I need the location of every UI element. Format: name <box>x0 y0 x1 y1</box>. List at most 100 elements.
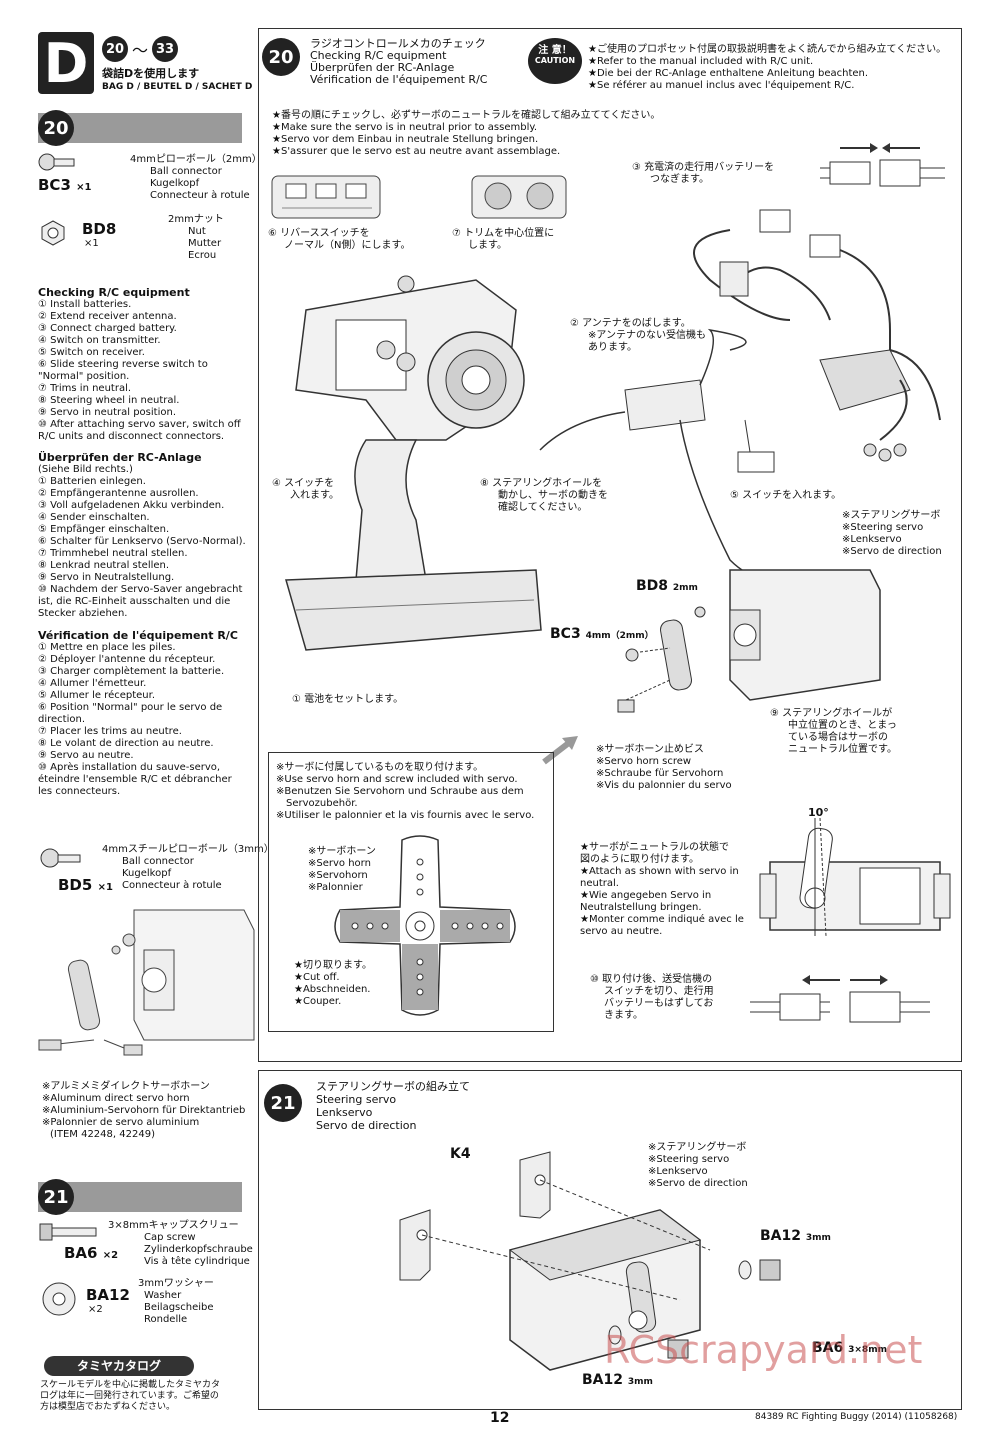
use-horn-note: ※サーボに付属しているものを取り付けます。 ※Use servo horn an… <box>276 762 550 822</box>
horn-screw-note: ※サーボホーン止めビス ※Servo horn screw ※Schraube … <box>596 744 732 792</box>
list-item: ⑨ Servo au neutre. <box>38 750 134 761</box>
transmitter-illustration <box>285 275 542 651</box>
callout-line: します。 <box>468 240 507 251</box>
note-line: ※Palonnier <box>308 882 363 893</box>
servo-horn-subbox <box>268 752 554 1032</box>
callout-line: ⑧ ステアリングホイールを <box>480 478 603 489</box>
caution-line: ★Se référer au manuel inclus avec l'équi… <box>588 80 855 91</box>
part-code: BC3 <box>38 176 71 194</box>
list-item: ② Extend receiver antenna. <box>38 311 177 322</box>
ball-connector-icon <box>40 848 81 868</box>
checking-fr: Vérification de l'équipement R/C ① Mettr… <box>38 630 252 798</box>
servo-horn-illustration <box>617 569 881 713</box>
step-range: 20 ～ 33 <box>102 36 179 62</box>
caution-en: CAUTION <box>534 56 576 65</box>
part-en: Ball connector <box>150 166 222 177</box>
steering-servo-assembly <box>399 1151 781 1371</box>
part-de: Kugelkopf <box>150 178 200 189</box>
part-jp: 4mmピローボール（2mm） <box>130 154 262 165</box>
part-de: Beilagscheibe <box>144 1302 214 1313</box>
checking-title: Vérification de l'équipement R/C <box>38 629 238 642</box>
list-item: ③ Connect charged battery. <box>38 323 177 334</box>
trim-detail <box>471 175 567 219</box>
title-fr: Vérification de l'équipement R/C <box>310 73 488 86</box>
checking-title: Überprüfen der RC-Anlage <box>38 451 202 464</box>
catalog-line: 方は模型店でおたずねください。 <box>40 1402 176 1412</box>
note-line: ※サーボに付属しているものを取り付けます。 <box>276 762 484 773</box>
caution-jp: 注 意！ <box>538 45 572 56</box>
list-item: ⑦ Placer les trims au neutre. <box>38 726 182 737</box>
left-step20-number: 20 <box>38 110 74 146</box>
list-item: "Normal" position. <box>38 371 130 382</box>
note-line: ※Servo horn <box>308 858 371 869</box>
part-fr: Rondelle <box>144 1314 188 1325</box>
caution-line: ★Die bei der RC-Anlage enthaltene Anleit… <box>588 68 869 79</box>
text-line: ★サーボがニュートラルの状態で <box>580 842 729 853</box>
callout-line: あります。 <box>588 342 637 353</box>
list-item: ③ Voll aufgeladenen Akku verbinden. <box>38 500 225 511</box>
list-item: ⑦ Trimmhebel neutral stellen. <box>38 548 188 559</box>
list-item: ⑦ Trims in neutral. <box>38 383 132 394</box>
part-jp: 4mmスチールピローボール（3mm） <box>102 844 274 855</box>
part-code: BA12 <box>86 1286 130 1304</box>
part-fr: Ecrou <box>188 250 217 261</box>
note-line: ※Lenkservo <box>648 1166 708 1177</box>
part-code: BD5 <box>58 876 93 894</box>
callout-line: 確認してください。 <box>498 502 588 513</box>
callout-5: ⑤ スイッチを入れます。 <box>730 490 842 501</box>
part-qty: ×1 <box>76 182 92 193</box>
callout-line: ※アンテナのない受信機も <box>588 330 706 341</box>
callout-line: ② アンテナをのばします。 <box>570 318 691 329</box>
list-item: ④ Sender einschalten. <box>38 512 150 523</box>
list-item: ⑩ Après installation du sauve-servo, <box>38 762 221 773</box>
note-line: ※Aluminum direct servo horn <box>42 1093 190 1104</box>
neutral-instructions: ★番号の順にチェックし、必ずサーボのニュートラルを確認して組み立ててください。 … <box>272 110 660 158</box>
title-fr: Servo de direction <box>316 1119 417 1132</box>
list-item: ⑧ Steering wheel in neutral. <box>38 395 180 406</box>
text-line: ★Monter comme indiqué avec le <box>580 914 744 925</box>
battery-connector-detail <box>820 143 945 187</box>
list-item: ④ Allumer l'émetteur. <box>38 678 147 689</box>
callout-line: ⑥ リバーススイッチを <box>268 228 370 239</box>
text-line: ★Attach as shown with servo in <box>580 866 739 877</box>
list-item: ① Mettre en place les piles. <box>38 642 176 653</box>
note-line: ※Steering servo <box>842 522 924 533</box>
step-from: 20 <box>102 36 128 62</box>
note-line: ※サーボホーン止めビス <box>596 744 704 755</box>
callout-3: ③ 充電済の走行用バッテリーを つなぎます。 <box>632 162 774 186</box>
callout-line: 動かし、サーボの動きを <box>498 490 608 501</box>
page-number: 12 <box>490 1410 510 1426</box>
reverse-switch-detail <box>271 175 381 219</box>
title-en: Steering servo <box>316 1093 397 1106</box>
list-item: ⑧ Le volant de direction au neutre. <box>38 738 214 749</box>
title-jp: ラジオコントロールメカのチェック <box>310 37 486 50</box>
part-jp: 3mmワッシャー <box>138 1278 214 1289</box>
bag-jp: 袋詰Dを使用します <box>102 67 200 80</box>
caution-line: ★ご使用のプロポセット付属の取扱説明書をよく読んでから組み立てください。 <box>588 44 947 55</box>
list-item: ① Install batteries. <box>38 299 132 310</box>
note-line: ※Utiliser le palonnier et la vis fournis… <box>276 810 535 821</box>
instruction-line: ★番号の順にチェックし、必ずサーボのニュートラルを確認して組み立ててください。 <box>272 110 661 121</box>
list-item: ⑥ Schalter für Lenkservo (Servo-Normal). <box>38 536 246 547</box>
callout-line: ③ 充電済の走行用バッテリーを <box>632 162 775 173</box>
list-item: ist, die RC-Einheit ausschalten und die <box>38 596 231 607</box>
note-line: ※アルミメミダイレクトサーボホーン <box>42 1081 210 1092</box>
note-line: ※Schraube für Servohorn <box>596 768 724 779</box>
list-item: (Siehe Bild rechts.) <box>38 464 133 475</box>
part-code: BA6 <box>64 1244 98 1262</box>
step21-title: ステアリングサーボの組み立て Steering servo Lenkservo … <box>316 1080 470 1132</box>
left-step21-number: 21 <box>38 1179 74 1215</box>
catalog-title: タミヤカタログ <box>44 1356 194 1376</box>
caution-text: ★ご使用のプロポセット付属の取扱説明書をよく読んでから組み立てください。 ★Re… <box>588 44 946 92</box>
note-line: ※Vis du palonnier du servo <box>596 780 732 791</box>
k4-label: K4 <box>450 1146 471 1162</box>
step20-title: ラジオコントロールメカのチェック Checking R/C equipment … <box>310 38 487 86</box>
callout-line: ニュートラル位置です。 <box>788 744 897 755</box>
neutral-horn-detail <box>759 817 951 937</box>
callout-10: ⑩ 取り付け後、送受信機の スイッチを切り、走行用 バッテリーもはずしてお きま… <box>590 974 714 1022</box>
list-item: ① Batterien einlegen. <box>38 476 146 487</box>
washer-icon <box>42 1282 76 1316</box>
note-line: ※サーボホーン <box>308 846 376 857</box>
title-en: Checking R/C equipment <box>310 49 447 62</box>
title-de: Überprüfen der RC-Anlage <box>310 61 455 74</box>
